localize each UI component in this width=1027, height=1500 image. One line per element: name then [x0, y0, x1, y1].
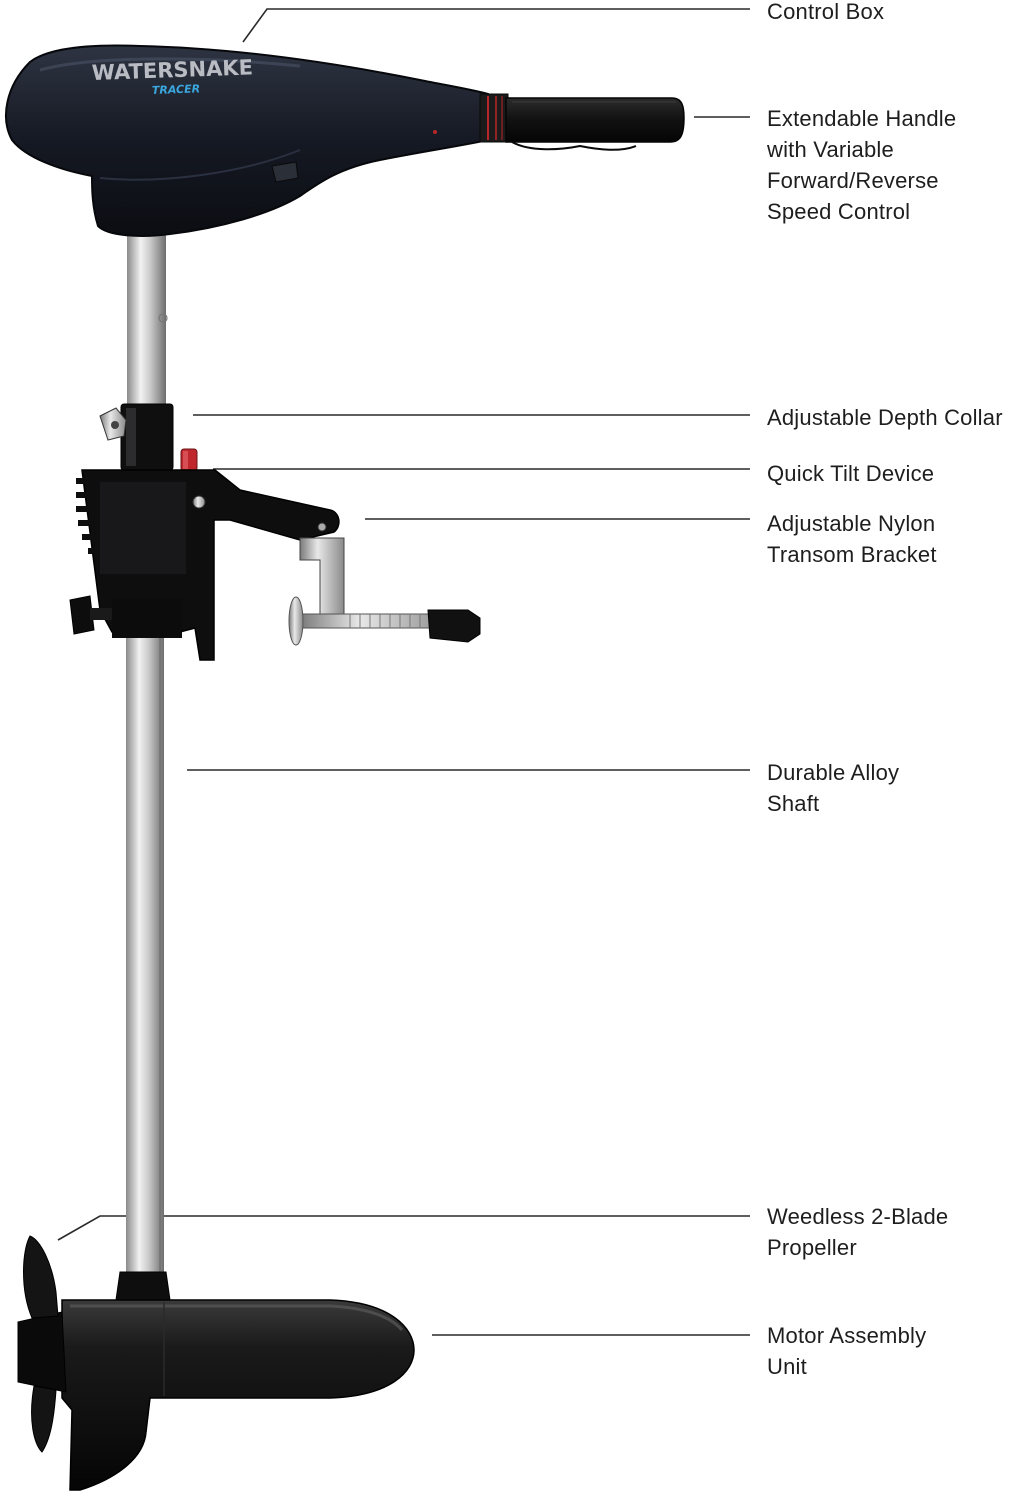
clamp-screw [299, 613, 451, 629]
propeller-blade-lower [31, 1385, 57, 1453]
callout-line: Adjustable Depth Collar [767, 405, 1003, 430]
extendable-handle [479, 93, 685, 151]
motor-housing [61, 1299, 415, 1491]
callout-line: Control Box [767, 0, 885, 24]
clamp-pad [288, 596, 304, 646]
propeller-blade-upper [23, 1235, 59, 1319]
quick-tilt-device [180, 448, 198, 472]
shaft-collar-lower [115, 1271, 171, 1301]
callout-line: Motor Assembly [767, 1323, 927, 1348]
callout-control-box: Control Box [767, 0, 884, 27]
clamp-frame [299, 537, 345, 619]
leader-lines [57, 8, 750, 1336]
leader-control-box [242, 8, 750, 43]
propeller [17, 1235, 67, 1453]
bracket-pivot-bolt [192, 495, 206, 509]
callout-handle: Extendable Handle with Variable Forward/… [767, 103, 956, 227]
callout-propeller: Weedless 2-Blade Propeller [767, 1201, 948, 1263]
brand-logo: WATERSNAKE [91, 55, 253, 85]
handle-grip [505, 97, 685, 143]
leader-propeller [57, 1215, 750, 1241]
callout-line: Transom Bracket [767, 542, 937, 567]
control-box-body [5, 44, 489, 237]
callout-line: Forward/Reverse [767, 168, 939, 193]
motor-assembly [17, 1235, 415, 1491]
shaft-upper [127, 226, 166, 408]
callout-line: Shaft [767, 791, 820, 816]
callout-quick-tilt: Quick Tilt Device [767, 458, 934, 489]
callout-line: with Variable [767, 137, 894, 162]
alloy-shaft [126, 226, 168, 1280]
transom-bracket [69, 469, 481, 661]
propeller-hub [17, 1311, 67, 1393]
callout-line: Propeller [767, 1235, 857, 1260]
callout-line: Extendable Handle [767, 106, 957, 131]
callout-line: Speed Control [767, 199, 911, 224]
callout-shaft: Durable Alloy Shaft [767, 757, 899, 819]
tilt-lever [271, 161, 299, 183]
clamp-handle [427, 609, 481, 643]
control-head: WATERSNAKE TRACER [5, 44, 489, 237]
callout-line: Adjustable Nylon [767, 511, 936, 536]
shaft-lower [126, 630, 164, 1280]
callout-transom-bracket: Adjustable Nylon Transom Bracket [767, 508, 937, 570]
callout-line: Weedless 2-Blade [767, 1204, 949, 1229]
depth-collar [99, 403, 174, 471]
callout-motor: Motor Assembly Unit [767, 1320, 926, 1382]
callout-depth-collar: Adjustable Depth Collar [767, 402, 1003, 433]
handle-collar [479, 93, 509, 143]
callout-line: Quick Tilt Device [767, 461, 935, 486]
shaft-marking [158, 313, 168, 323]
model-logo: TRACER [152, 82, 201, 97]
callout-line: Durable Alloy [767, 760, 900, 785]
tension-knob [69, 595, 95, 635]
callout-line: Unit [767, 1354, 807, 1379]
